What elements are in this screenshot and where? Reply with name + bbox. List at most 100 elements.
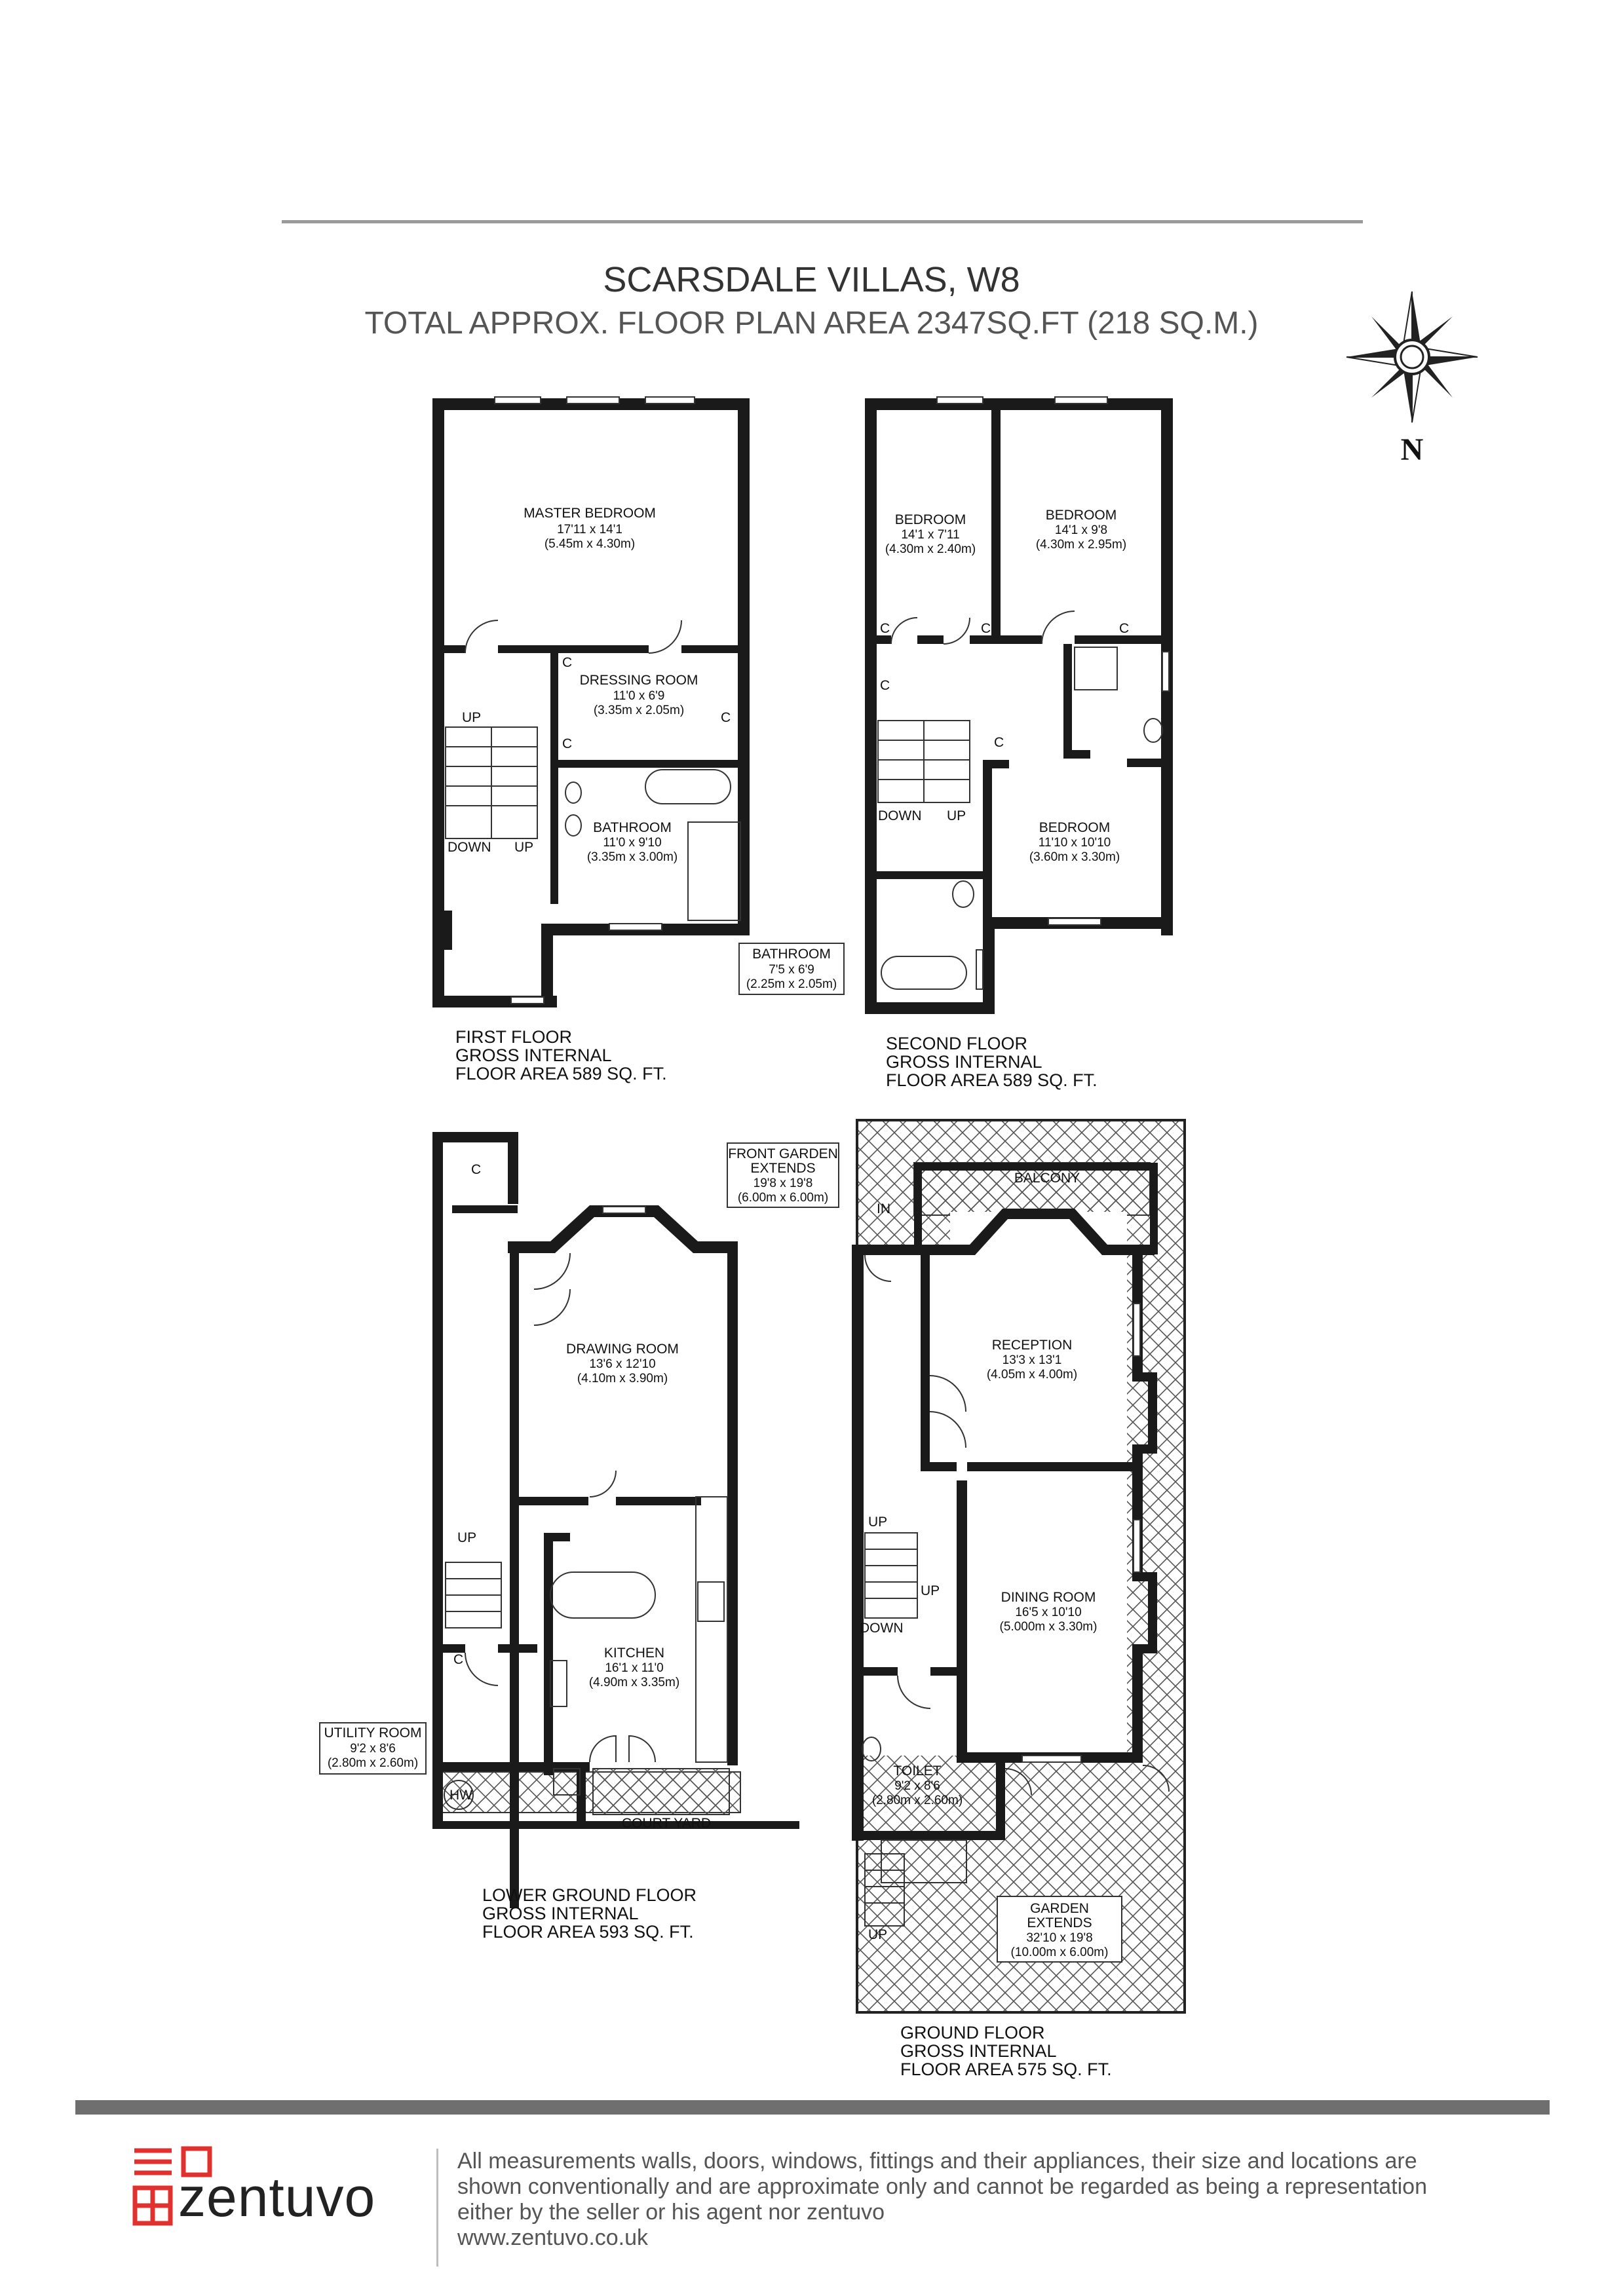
disclaimer-line-3: either by the seller or his agent nor ze…: [457, 2200, 885, 2225]
ground-reception-metric: (4.05m x 4.00m): [987, 1368, 1077, 1382]
first-master-bedroom-metric: (5.45m x 4.30m): [544, 537, 635, 551]
lg-utility-label-box: [319, 1722, 427, 1775]
first-master-bedroom-imperial: 17'11 x 14'1: [557, 523, 622, 536]
first-cupboard-label-3: C: [721, 710, 731, 725]
second-cupboard-label-2: C: [981, 621, 991, 636]
ground-stair-down-label: DOWN: [860, 1621, 904, 1636]
first-floor-caption-3: FLOOR AREA 589 SQ. FT.: [455, 1064, 667, 1083]
lower-ground-floor-plan: DRAWING ROOM 13'6 x 12'10 (4.10m x 3.90m…: [319, 1132, 799, 1908]
second-cupboard-label: C: [880, 621, 890, 636]
first-floor-plan: MASTER BEDROOM 17'11 x 14'1 (5.45m x 4.3…: [432, 396, 750, 1007]
ground-floor-caption-2: GROSS INTERNAL: [900, 2041, 1057, 2061]
compass-north-label: N: [1401, 432, 1424, 467]
ground-garden-imperial: 32'10 x 19'8: [1026, 1931, 1092, 1945]
top-rule: [282, 220, 1363, 223]
footer-disclaimer: All measurements walls, doors, windows, …: [457, 2149, 1538, 2251]
second-bedroom-1-imperial: 14'1 x 7'11: [901, 528, 959, 542]
ground-front-garden-metric: (6.00m x 6.00m): [738, 1191, 828, 1205]
brand-wordmark: zentuvo: [178, 2166, 376, 2228]
lg-drawing-room-metric: (4.10m x 3.90m): [577, 1372, 668, 1385]
ground-toilet-imperial: 9'2 x 8'6: [894, 1779, 940, 1793]
lg-drawing-room-imperial: 13'6 x 12'10: [589, 1357, 655, 1371]
page-title: SCARSDALE VILLAS, W8: [603, 260, 1020, 299]
second-bedroom-1-metric: (4.30m x 2.40m): [885, 542, 976, 556]
ground-reception-name: RECEPTION: [992, 1338, 1073, 1353]
first-cupboard-label-2: C: [562, 736, 572, 751]
first-bathroom-imperial: 11'0 x 9'10: [603, 836, 661, 850]
first-dressing-room-name: DRESSING ROOM: [580, 673, 698, 688]
ground-reception-imperial: 13'3 x 13'1: [1002, 1353, 1062, 1367]
first-floor-caption-2: GROSS INTERNAL: [455, 1045, 612, 1065]
lg-kitchen-metric: (4.90m x 3.35m): [589, 1676, 679, 1689]
lg-floor-caption-3: FLOOR AREA 593 SQ. FT.: [482, 1922, 694, 1942]
first-floor-caption-1: FIRST FLOOR: [455, 1027, 572, 1047]
second-bathroom-metric: (2.25m x 2.05m): [746, 977, 837, 991]
ground-front-garden-imperial: 19'8 x 19'8: [754, 1176, 813, 1190]
second-bedroom-3-imperial: 11'10 x 10'10: [1039, 836, 1111, 850]
second-cupboard-label-3: C: [1119, 621, 1129, 636]
ground-front-garden-name: FRONT GARDEN: [728, 1146, 838, 1161]
lg-stair-up-label: UP: [457, 1530, 476, 1545]
second-bathroom-imperial: 7'5 x 6'9: [769, 963, 814, 977]
ground-floor-plan: BALCONY RECEPTION 13'3 x 13'1 (4.05m x 4…: [852, 1119, 1186, 2014]
first-master-bedroom-name: MASTER BEDROOM: [524, 506, 656, 521]
second-stair-down-label: DOWN: [878, 808, 922, 823]
disclaimer-line-1: All measurements walls, doors, windows, …: [457, 2149, 1417, 2174]
ground-dining-room-imperial: 16'5 x 10'10: [1015, 1606, 1081, 1619]
second-bedroom-2-name: BEDROOM: [1046, 508, 1117, 523]
first-dressing-room-metric: (3.35m x 2.05m): [594, 704, 684, 717]
second-floor-caption-3: FLOOR AREA 589 SQ. FT.: [886, 1070, 1098, 1090]
lg-utility-room-name: UTILITY ROOM: [324, 1725, 422, 1741]
first-dressing-room-imperial: 11'0 x 6'9: [613, 689, 665, 703]
ground-stair-up-label: UP: [868, 1515, 887, 1530]
second-cupboard-label-5: C: [994, 735, 1004, 750]
second-floor-caption-2: GROSS INTERNAL: [886, 1052, 1042, 1072]
website-link[interactable]: www.zentuvo.co.uk: [457, 2225, 649, 2250]
first-stair-up-label: UP: [462, 710, 481, 725]
ground-toilet-name: TOILET: [893, 1763, 941, 1778]
ground-garden-name: GARDEN: [1030, 1901, 1089, 1916]
disclaimer-line-2: shown conventionally and are approximate…: [457, 2174, 1427, 2199]
footer-divider: [436, 2149, 438, 2267]
lg-kitchen-imperial: 16'1 x 11'0: [605, 1661, 663, 1675]
second-bedroom-2-imperial: 14'1 x 9'8: [1055, 523, 1107, 537]
zentuvo-logo-icon: [132, 2146, 212, 2226]
ground-garden-extends: EXTENDS: [1027, 1915, 1092, 1930]
ground-garden-metric: (10.00m x 6.00m): [1011, 1946, 1109, 1959]
second-bedroom-3-name: BEDROOM: [1039, 820, 1111, 835]
ground-floor-caption-3: FLOOR AREA 575 SQ. FT.: [900, 2060, 1112, 2079]
second-bathroom-name: BATHROOM: [752, 947, 831, 962]
ground-in-label: IN: [877, 1201, 890, 1216]
ground-dining-room-name: DINING ROOM: [1001, 1590, 1096, 1605]
ground-stair-up3-label: UP: [868, 1927, 887, 1942]
lg-hw-label: HW: [449, 1788, 472, 1803]
second-bedroom-2-metric: (4.30m x 2.95m): [1036, 538, 1126, 552]
ground-toilet-metric: (2.80m x 2.60m): [872, 1794, 963, 1807]
second-cupboard-label-4: C: [880, 678, 890, 693]
ground-front-garden-extends: EXTENDS: [750, 1161, 815, 1176]
second-bedroom-1-name: BEDROOM: [895, 512, 966, 527]
second-floor-caption-1: SECOND FLOOR: [886, 1034, 1027, 1053]
lg-utility-room-imperial: 9'2 x 8'6: [350, 1742, 396, 1756]
lg-cupboard-label: C: [471, 1162, 481, 1177]
lg-kitchen-name: KITCHEN: [604, 1646, 664, 1661]
lg-utility-room-metric: (2.80m x 2.60m): [328, 1756, 418, 1770]
first-cupboard-label: C: [562, 655, 572, 670]
lg-drawing-room-name: DRAWING ROOM: [566, 1342, 679, 1357]
garden-label-box: [997, 1896, 1122, 1963]
ground-balcony-label: BALCONY: [1014, 1171, 1080, 1186]
ground-floor-caption-1: GROUND FLOOR: [900, 2023, 1045, 2042]
first-bathroom-metric: (3.35m x 3.00m): [587, 850, 678, 864]
lg-floor-caption-1: LOWER GROUND FLOOR: [482, 1885, 697, 1905]
front-garden-label-box: [727, 1142, 839, 1208]
second-bathroom-label-box: [738, 943, 845, 995]
second-bedroom-3-metric: (3.60m x 3.30m): [1029, 850, 1120, 864]
lg-cupboard-label-2: C: [453, 1652, 463, 1667]
compass-rose-icon: [1346, 291, 1478, 423]
second-stair-up-label: UP: [947, 808, 966, 823]
ground-stair-up2-label: UP: [921, 1583, 940, 1598]
second-floor-plan: BEDROOM 14'1 x 7'11 (4.30m x 2.40m) BEDR…: [738, 396, 1173, 1014]
first-stair-down-label: DOWN: [448, 840, 491, 855]
lg-court-yard-label: COURT YARD: [622, 1816, 711, 1831]
